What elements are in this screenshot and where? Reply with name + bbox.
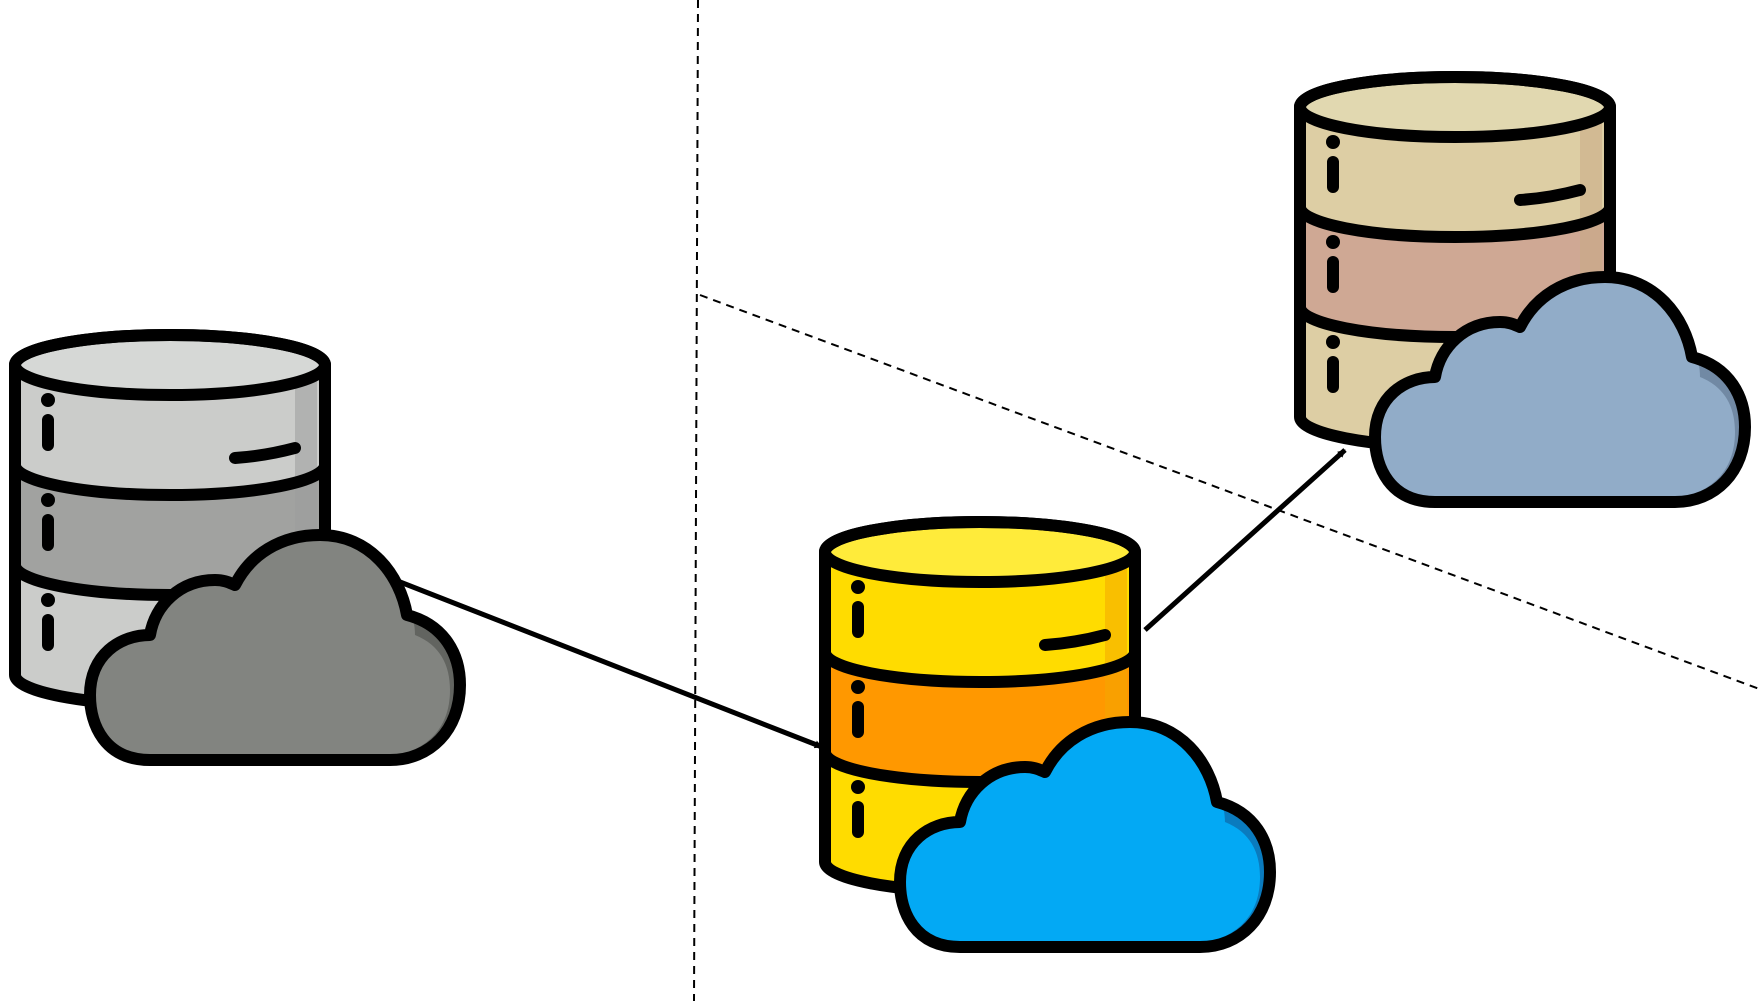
arrow-source-db-to-middle-db — [394, 577, 823, 750]
diagonal-boundary-line — [699, 294, 1762, 691]
edges-layer — [394, 448, 1347, 750]
nodes-layer — [9, 71, 1751, 953]
target-db-node — [1294, 71, 1751, 508]
middle-db-node — [819, 516, 1276, 953]
cloud-icon — [894, 716, 1276, 953]
arrow-middle-db-to-target-db — [1143, 448, 1347, 632]
cloud-icon — [84, 529, 466, 766]
source-db-node — [9, 329, 466, 766]
vertical-boundary-line — [693, 0, 699, 1001]
cloud-icon — [1369, 271, 1751, 508]
